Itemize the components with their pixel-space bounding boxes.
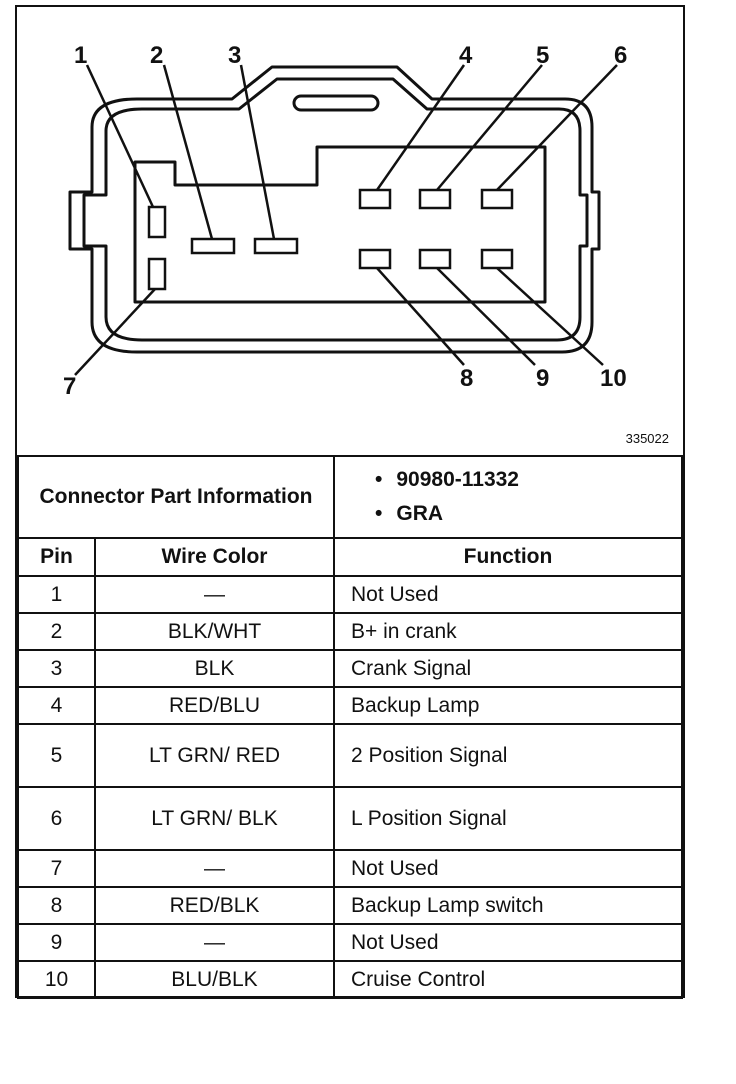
- header-function: Function: [333, 537, 683, 577]
- function-cell: Not Used: [333, 849, 683, 888]
- table-row: 3 BLK Crank Signal: [17, 649, 683, 688]
- connector-info-row: Connector Part Information 90980-11332 G…: [17, 455, 683, 539]
- leader-5: [436, 64, 543, 191]
- leader-4: [375, 64, 466, 191]
- leader-7: [74, 288, 156, 376]
- function-cell: Cruise Control: [333, 960, 683, 999]
- connector-inner-outline: [82, 77, 589, 342]
- pin-10: [480, 248, 514, 270]
- pin-label-7: 7: [63, 373, 77, 400]
- wire-color-cell: —: [94, 849, 335, 888]
- function-cell: 2 Position Signal: [333, 723, 683, 788]
- pin-6: [480, 188, 514, 210]
- connector-drawing: [68, 64, 618, 376]
- wire-color-cell: —: [94, 923, 335, 962]
- function-cell: Backup Lamp switch: [333, 886, 683, 925]
- pin-cell: 5: [17, 723, 96, 788]
- connector-info-label: Connector Part Information: [17, 455, 335, 539]
- cavity-outline: [133, 145, 547, 304]
- pin-label-3: 3: [228, 42, 242, 69]
- wire-color-cell: —: [94, 575, 335, 614]
- pin-label-2: 2: [150, 42, 164, 69]
- leader-3: [239, 64, 276, 240]
- pin-cell: 1: [17, 575, 96, 614]
- pin-label-1: 1: [74, 42, 88, 69]
- pin-cell: 7: [17, 849, 96, 888]
- header-row: Pin Wire Color Function: [17, 537, 683, 577]
- pin-7: [147, 257, 167, 291]
- function-cell: B+ in crank: [333, 612, 683, 651]
- pin-8: [358, 248, 392, 270]
- pin-9: [418, 248, 452, 270]
- connector-part-number: 90980-11332: [375, 463, 681, 497]
- wire-color-cell: LT GRN/ RED: [94, 723, 335, 788]
- table-row: 1 — Not Used: [17, 575, 683, 614]
- wire-color-cell: LT GRN/ BLK: [94, 786, 335, 851]
- pin-3: [253, 237, 299, 255]
- connector-color: GRA: [375, 497, 681, 531]
- pin-2: [190, 237, 236, 255]
- pin-cell: 3: [17, 649, 96, 688]
- key-slot: [292, 94, 380, 112]
- function-cell: Crank Signal: [333, 649, 683, 688]
- wire-color-cell: RED/BLU: [94, 686, 335, 725]
- connector-diagram: 1 2 3 4 5 6 7 8 9 10 335022: [17, 7, 683, 455]
- function-cell: L Position Signal: [333, 786, 683, 851]
- table-row: 5 LT GRN/ RED 2 Position Signal: [17, 723, 683, 788]
- table-row: 9 — Not Used: [17, 923, 683, 962]
- table-row: 8 RED/BLK Backup Lamp switch: [17, 886, 683, 925]
- table-row: 7 — Not Used: [17, 849, 683, 888]
- leader-8: [376, 267, 465, 366]
- function-cell: Backup Lamp: [333, 686, 683, 725]
- table-row: 4 RED/BLU Backup Lamp: [17, 686, 683, 725]
- leader-2: [162, 64, 214, 240]
- pin-cell: 6: [17, 786, 96, 851]
- pin-label-6: 6: [614, 42, 628, 69]
- wire-color-cell: BLU/BLK: [94, 960, 335, 999]
- pin-cell: 9: [17, 923, 96, 962]
- pin-5: [418, 188, 452, 210]
- table-row: 10 BLU/BLK Cruise Control: [17, 960, 683, 999]
- pin-cell: 2: [17, 612, 96, 651]
- function-cell: Not Used: [333, 575, 683, 614]
- header-pin: Pin: [17, 537, 96, 577]
- pin-label-4: 4: [459, 42, 473, 69]
- pin-cell: 8: [17, 886, 96, 925]
- connector-sheet: 1 2 3 4 5 6 7 8 9 10 335022 Connector Pa…: [15, 5, 685, 999]
- function-cell: Not Used: [333, 923, 683, 962]
- pin-label-8: 8: [460, 365, 474, 392]
- leader-6: [496, 64, 618, 191]
- pin-label-5: 5: [536, 42, 550, 69]
- header-wire-color: Wire Color: [94, 537, 335, 577]
- pin-cell: 10: [17, 960, 96, 999]
- figure-number: 335022: [625, 431, 669, 446]
- wire-color-cell: BLK/WHT: [94, 612, 335, 651]
- pin-cell: 4: [17, 686, 96, 725]
- connector-outline: [68, 65, 601, 354]
- leader-10: [496, 267, 604, 366]
- pin-1: [147, 205, 167, 239]
- wire-color-cell: BLK: [94, 649, 335, 688]
- pin-label-10: 10: [600, 365, 627, 392]
- leader-1: [85, 64, 155, 208]
- pin-label-9: 9: [536, 365, 550, 392]
- table-row: 6 LT GRN/ BLK L Position Signal: [17, 786, 683, 851]
- pinout-table: Connector Part Information 90980-11332 G…: [17, 455, 683, 999]
- pin-4: [358, 188, 392, 210]
- leader-9: [436, 267, 536, 366]
- table-row: 2 BLK/WHT B+ in crank: [17, 612, 683, 651]
- wire-color-cell: RED/BLK: [94, 886, 335, 925]
- connector-info-list: 90980-11332 GRA: [333, 455, 683, 539]
